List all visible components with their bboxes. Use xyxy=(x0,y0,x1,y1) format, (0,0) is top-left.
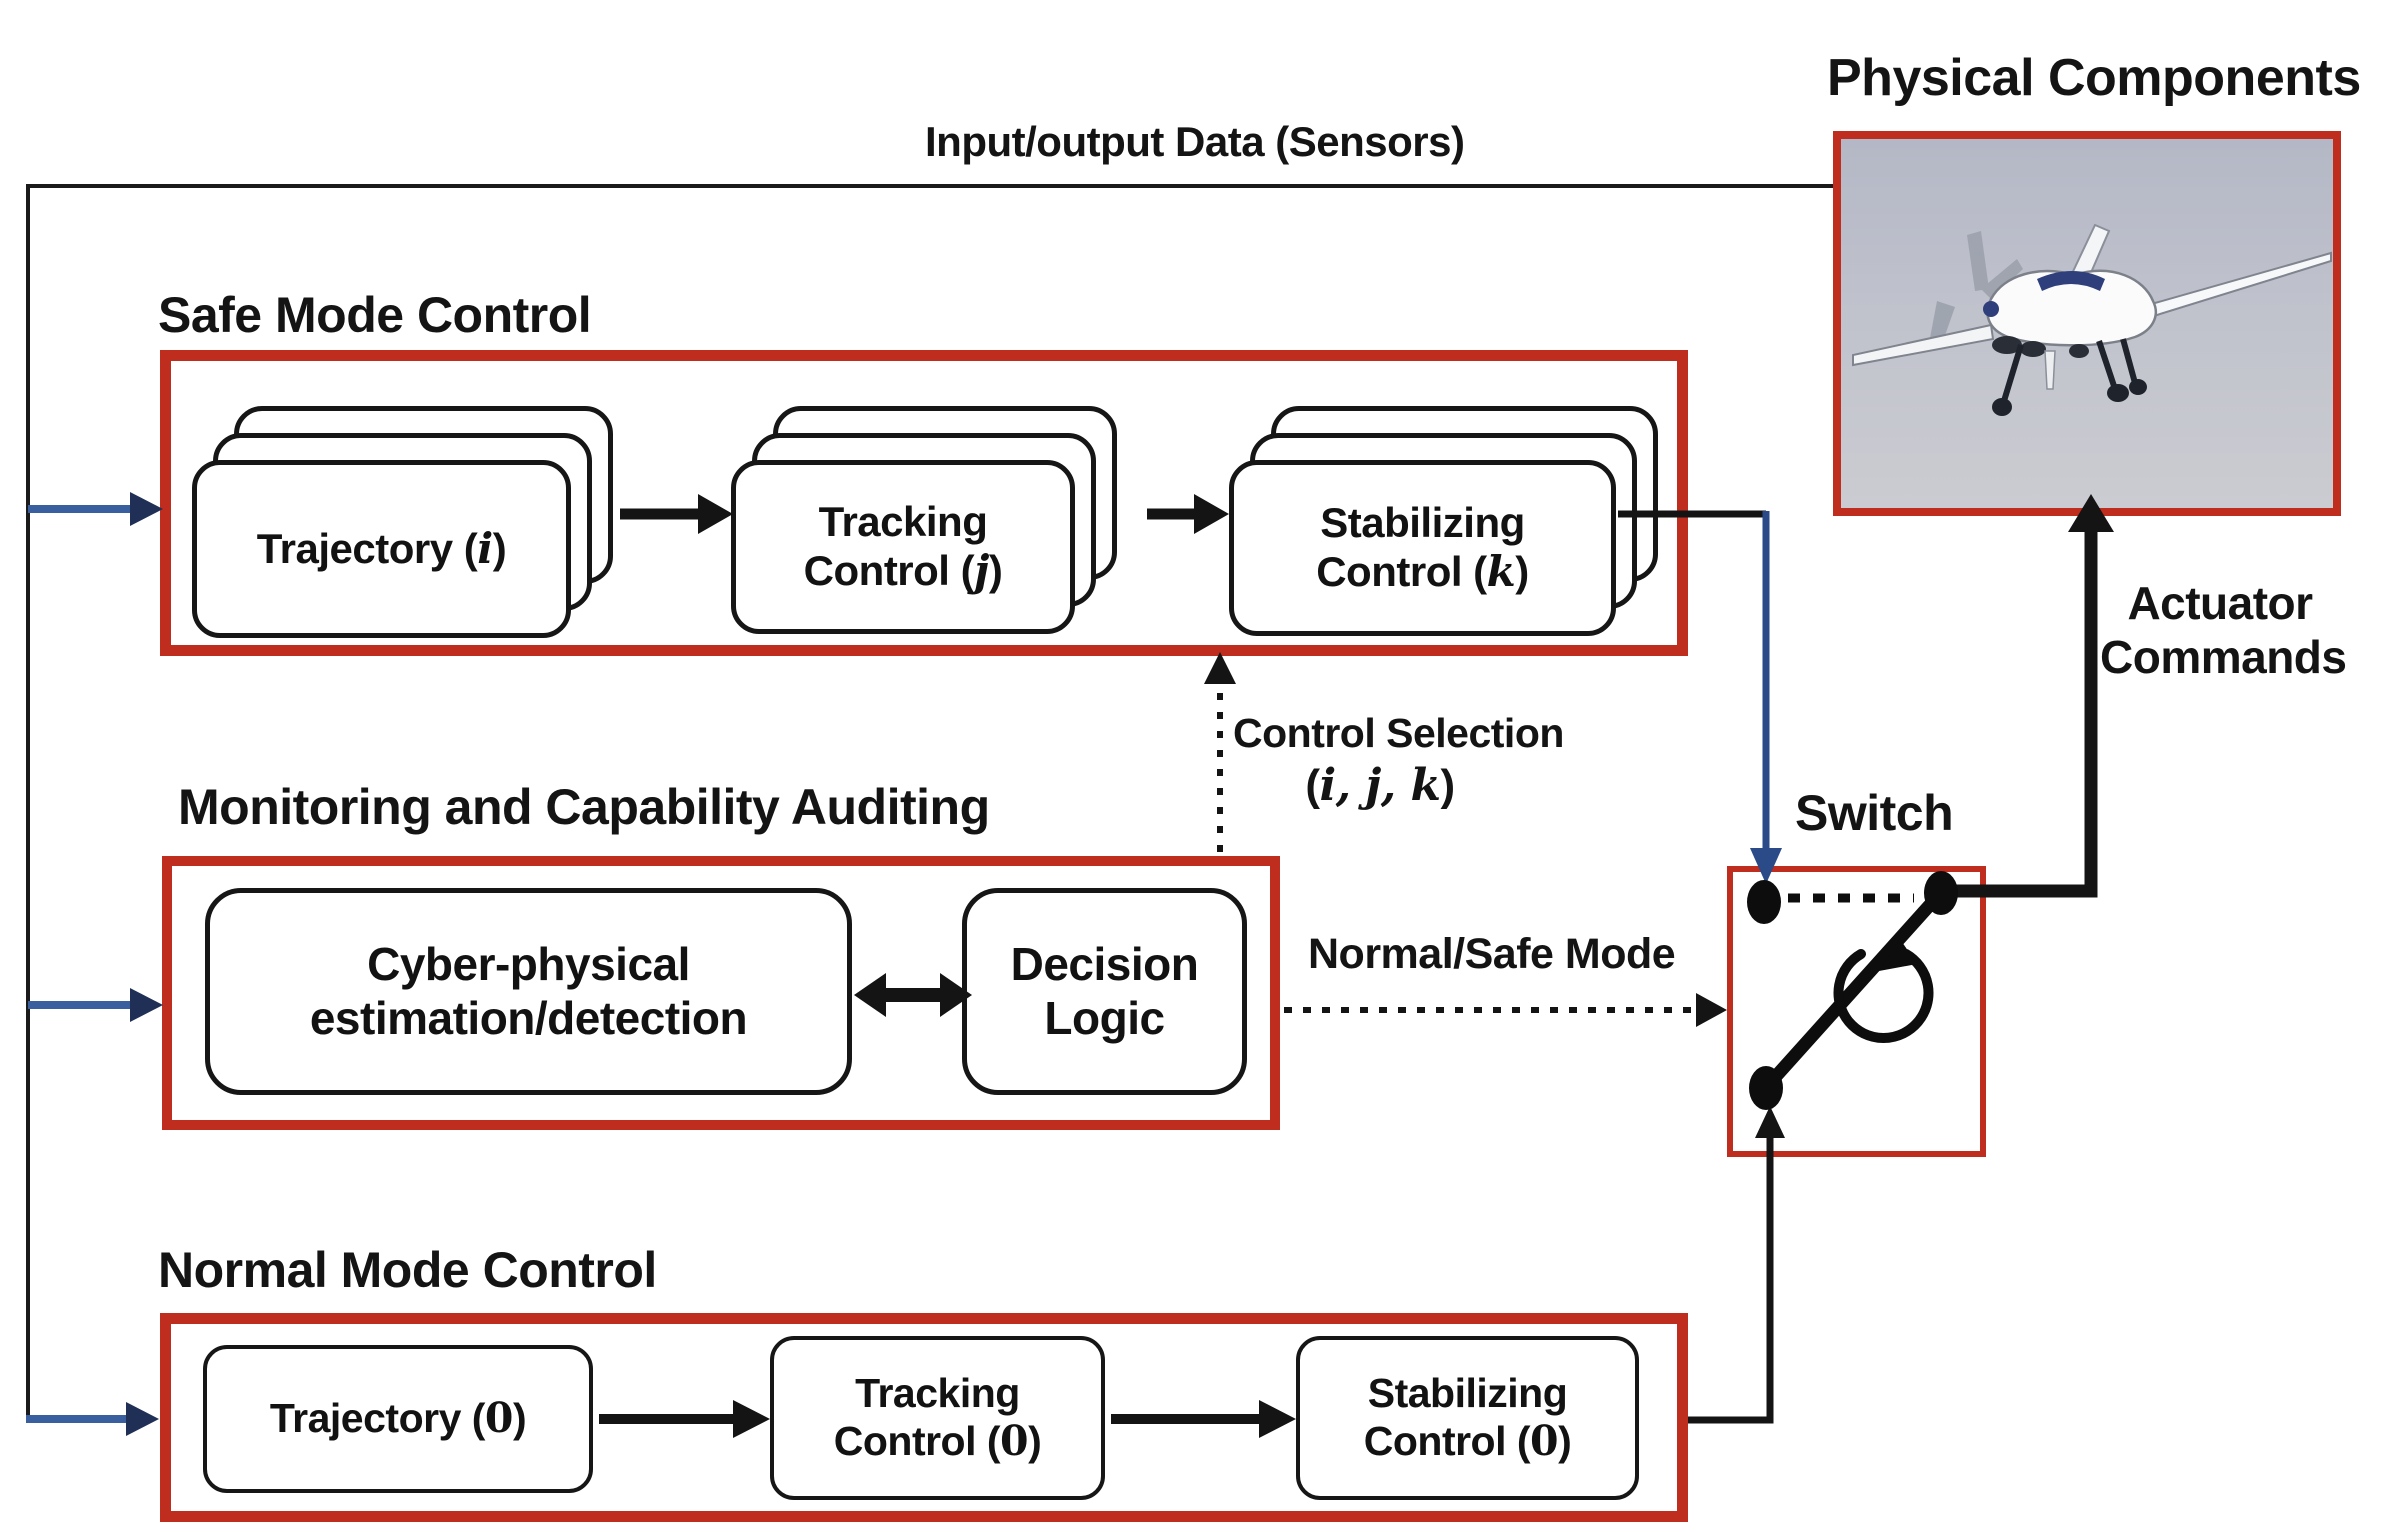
gear-door-icon xyxy=(2044,350,2056,390)
monitoring-input-arrow xyxy=(28,988,163,1022)
selection-tuple-label: (i, j, k) xyxy=(1305,760,1455,811)
normal-input-arrow xyxy=(26,1402,159,1436)
propeller-icon xyxy=(1929,231,2023,347)
switch-to-plant-connector xyxy=(1950,494,2114,898)
nose-band-icon xyxy=(1983,301,1999,317)
safe-input-arrow xyxy=(28,492,163,526)
canopy-band-icon xyxy=(2037,271,2105,291)
drone-uav-photo xyxy=(1841,139,2333,508)
landing-gear-icon xyxy=(1992,338,2147,416)
trajectory-i-stack: Trajectory (i) xyxy=(192,406,613,638)
switch-panel xyxy=(1727,866,1986,1157)
trajectory-i-box: Trajectory (i) xyxy=(192,460,571,638)
io-data-label: Input/output Data (Sensors) xyxy=(925,118,1465,165)
control-selection-arrow xyxy=(1204,652,1236,852)
mode-signal-arrow xyxy=(1284,993,1727,1027)
normal-mode-title: Normal Mode Control xyxy=(158,1242,657,1298)
safe-mode-title: Safe Mode Control xyxy=(158,287,592,343)
monitoring-title: Monitoring and Capability Auditing xyxy=(178,779,990,835)
trajectory-0-box: Trajectory (0) xyxy=(203,1345,593,1493)
drone-photo-frame xyxy=(1833,131,2341,516)
physical-components-title: Physical Components xyxy=(1827,49,2361,107)
switch-title: Switch xyxy=(1795,785,1954,841)
mode-signal-label: Normal/Safe Mode xyxy=(1308,930,1676,978)
sensor-pods-icon xyxy=(1992,336,2089,358)
control-selection-label: Control Selection xyxy=(1233,710,1564,756)
left-wing-icon xyxy=(1852,323,1995,367)
actuator-commands-label: Actuator Commands xyxy=(2100,577,2347,684)
